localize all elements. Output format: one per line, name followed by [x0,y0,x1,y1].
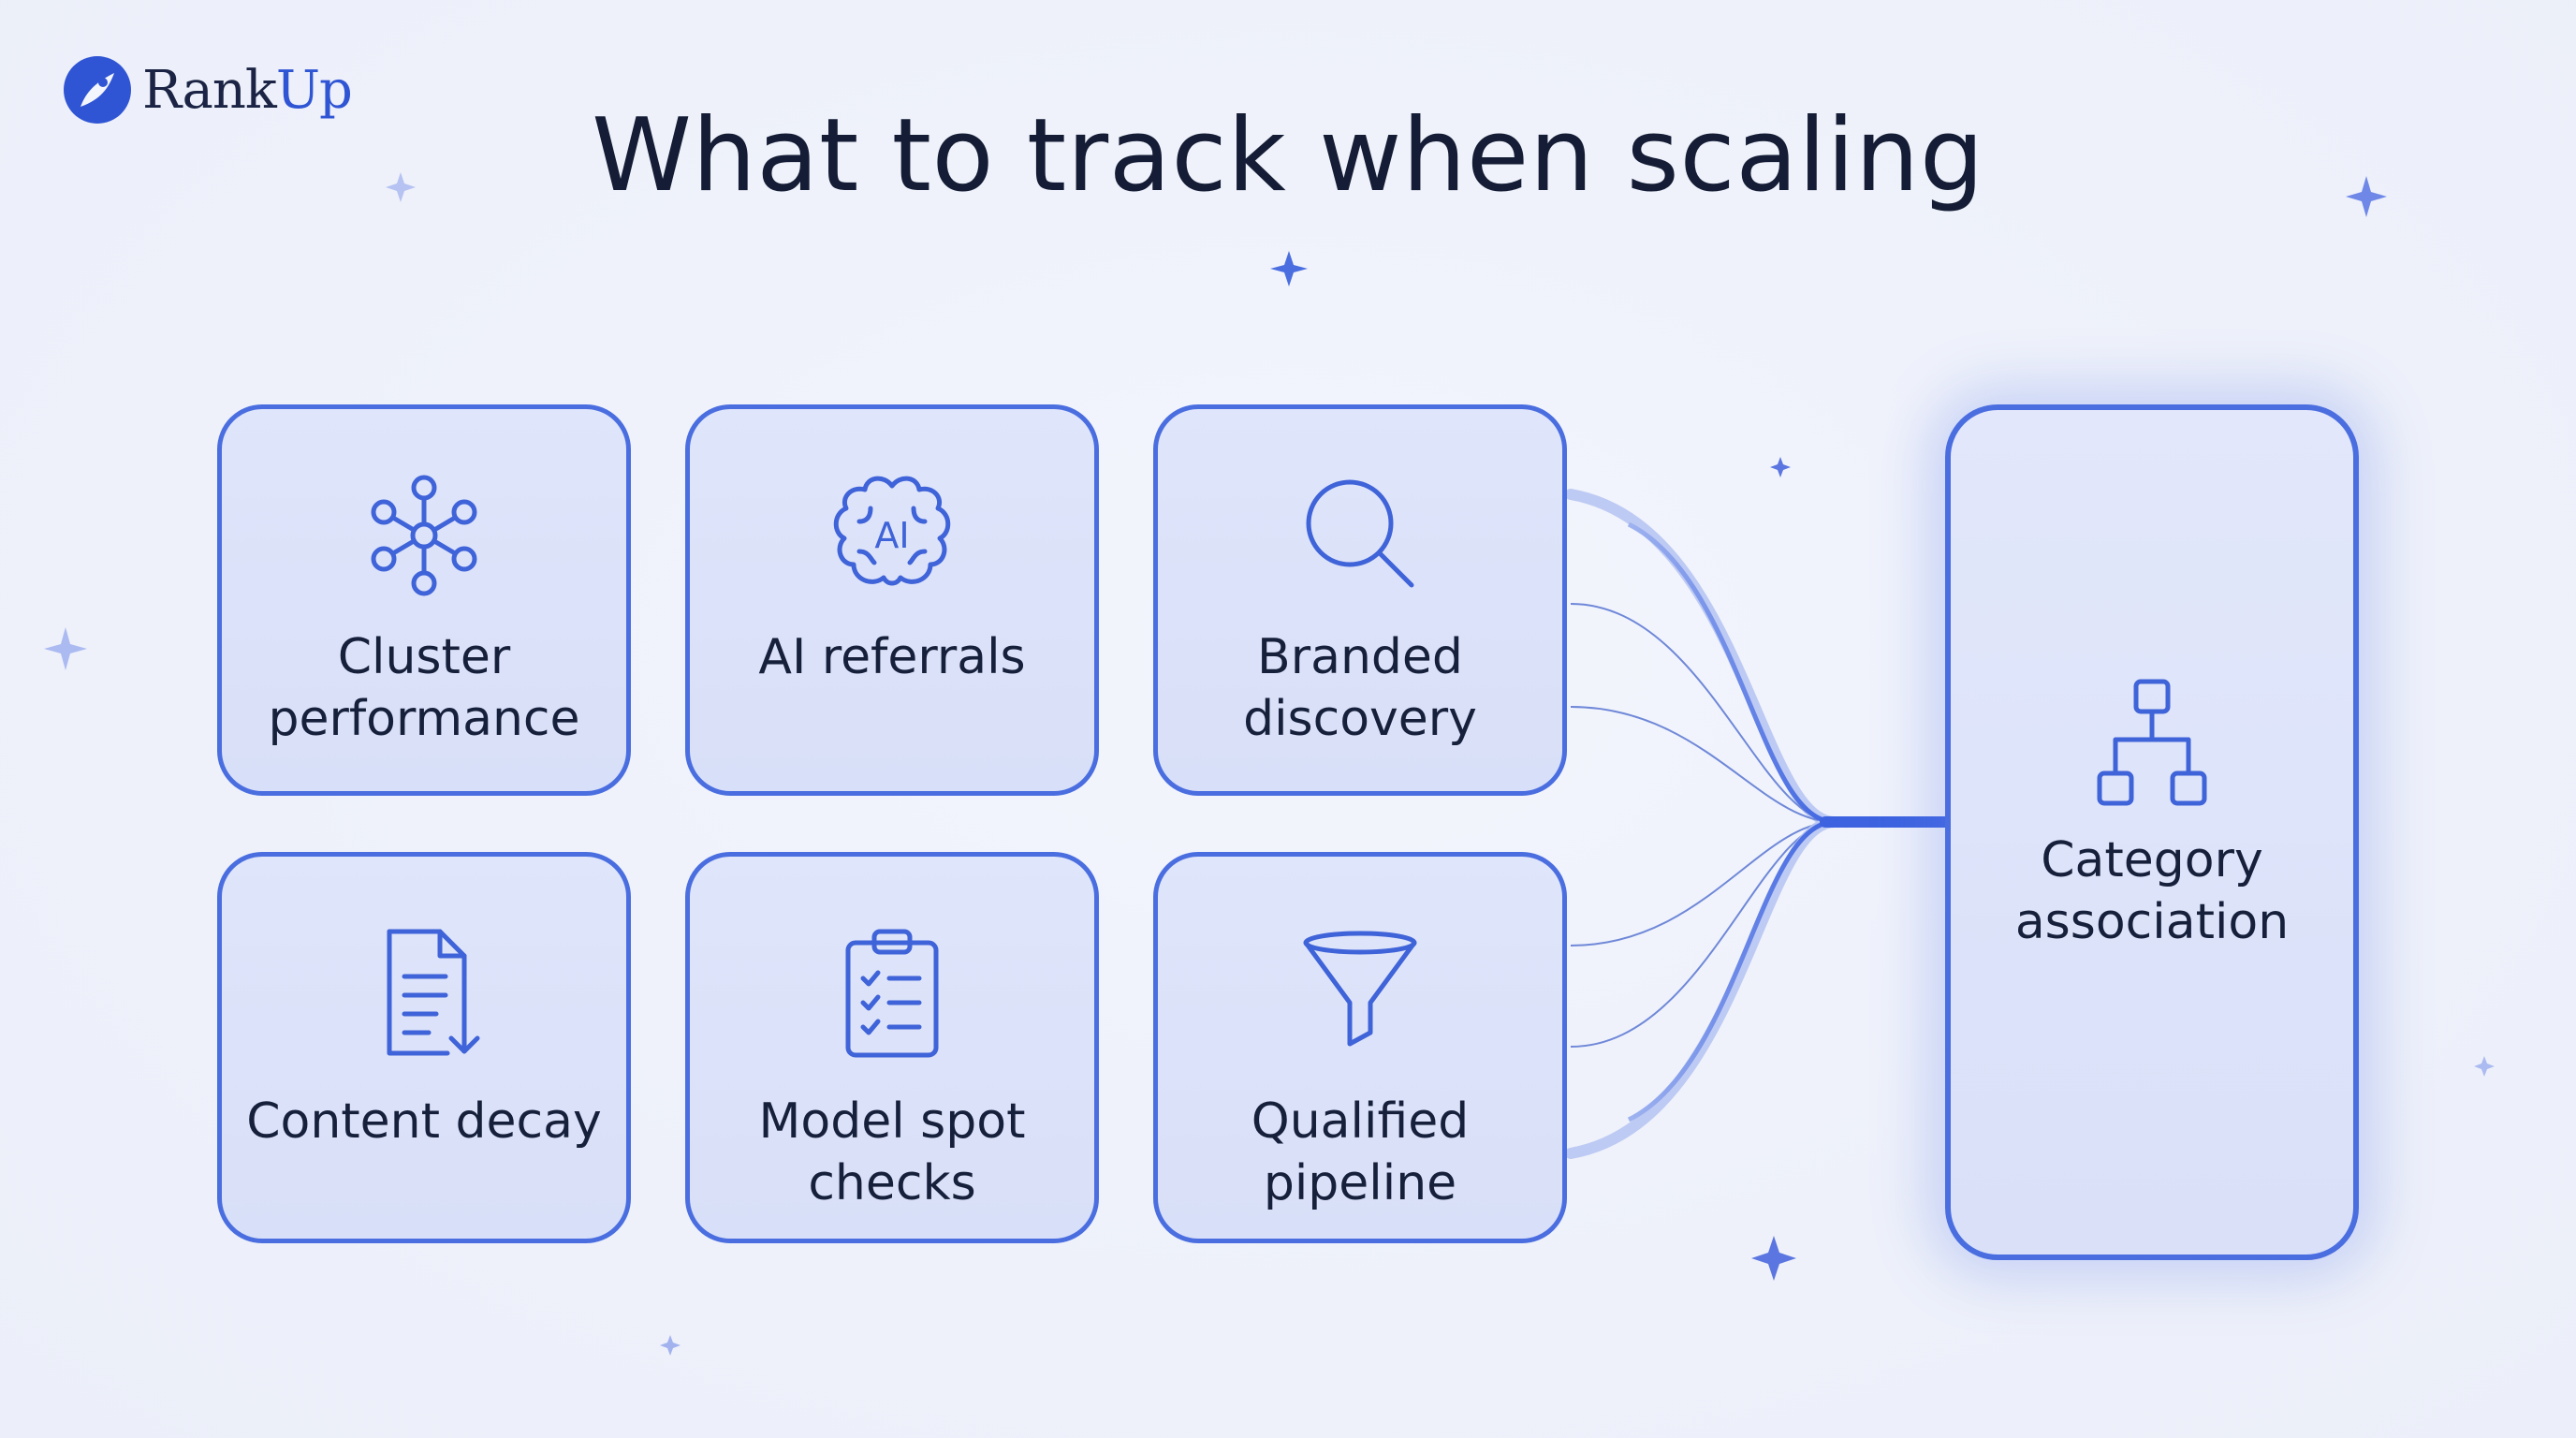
connector-lines [1565,489,1954,1159]
ai-icon-text: AI [874,515,909,556]
card-label: Qualified pipeline [1251,1093,1470,1211]
network-icon [371,475,477,596]
brand-name: RankUp [142,59,353,121]
sparkle-decorations [44,172,2495,1356]
brand-name-part1: Rank [142,59,277,121]
title-divider [871,251,1713,286]
card-model-spot-checks[interactable]: Model spot checks [685,852,1099,1243]
card-label: Model spot checks [758,1093,1026,1211]
brand-logo[interactable]: RankUp [62,54,353,125]
card-label: AI referrals [758,629,1026,685]
brand-name-part2: Up [275,59,353,121]
page-title: What to track when scaling [592,97,1984,214]
card-content-decay[interactable]: Content decay [217,852,631,1243]
card-qualified-pipeline[interactable]: Qualified pipeline [1153,852,1567,1243]
document-down-icon [387,929,480,1056]
card-cluster-performance[interactable]: Cluster performance [217,404,631,796]
target-label: Category association [2014,832,2290,950]
hierarchy-icon [2097,679,2207,806]
card-ai-referrals[interactable]: AI AI referrals [685,404,1099,796]
card-branded-discovery[interactable]: Branded discovery [1153,404,1567,796]
card-label: Branded discovery [1243,629,1477,747]
clipboard-checklist-icon [845,929,939,1058]
funnel-icon [1303,931,1417,1047]
rocket-logo-icon [64,56,131,124]
card-label: Content decay [246,1093,602,1150]
search-icon [1306,479,1414,588]
card-category-association[interactable]: Category association [1945,404,2359,1260]
ai-brain-icon: AI [833,476,951,586]
card-label: Cluster performance [268,629,580,747]
